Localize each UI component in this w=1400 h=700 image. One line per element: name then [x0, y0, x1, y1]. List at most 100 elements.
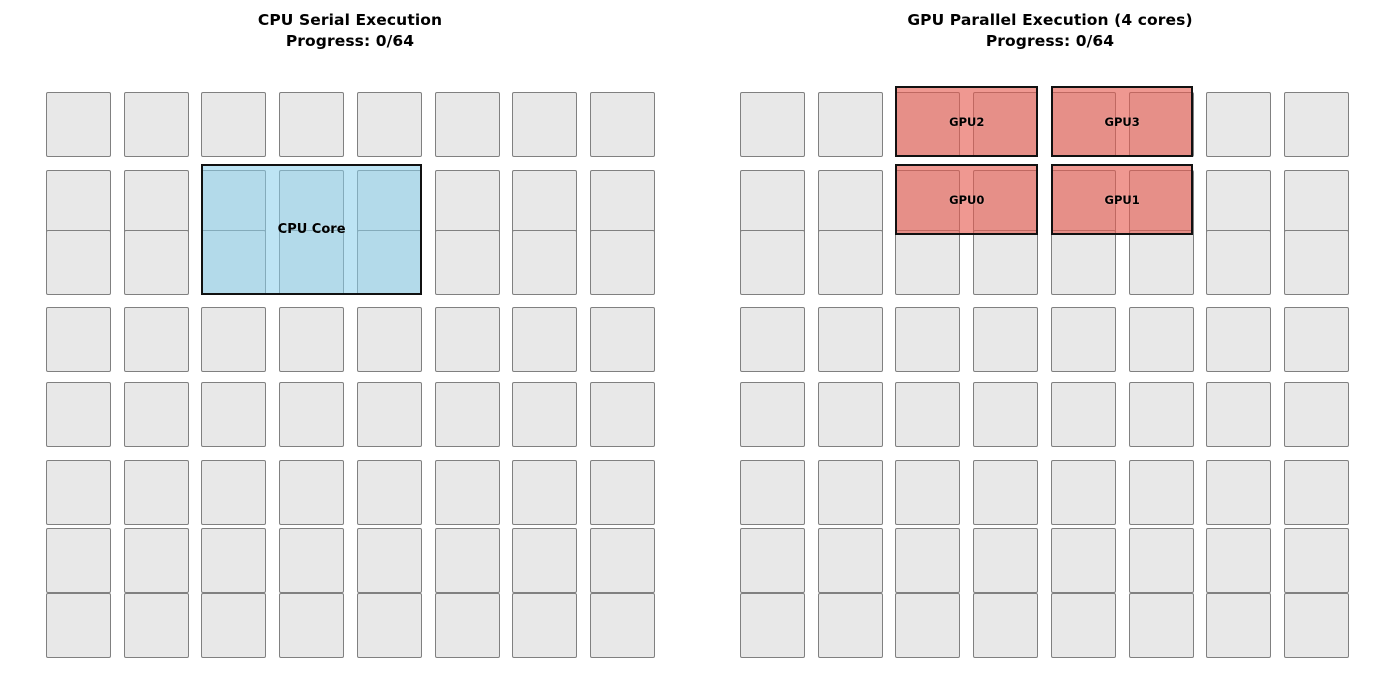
task-cell [1050, 382, 1116, 447]
task-cell [1128, 528, 1194, 593]
task-cell [589, 230, 655, 295]
task-cell [1128, 307, 1194, 372]
task-cell [817, 593, 883, 658]
task-cell [1206, 528, 1272, 593]
task-cell [1283, 170, 1349, 235]
task-cell [895, 307, 961, 372]
task-cell [895, 230, 961, 295]
task-cell [201, 460, 267, 525]
task-cell [434, 307, 500, 372]
task-cell [356, 92, 422, 157]
task-cell [973, 230, 1039, 295]
task-cell [201, 307, 267, 372]
task-cell [123, 593, 189, 658]
task-cell [356, 307, 422, 372]
task-cell [740, 593, 805, 658]
task-cell [434, 92, 500, 157]
task-cell [512, 528, 578, 593]
panel-gpu: GPU Parallel Execution (4 cores) Progres… [700, 0, 1400, 700]
task-cell [817, 460, 883, 525]
task-cell [279, 92, 345, 157]
task-cell [356, 593, 422, 658]
task-cell [434, 230, 500, 295]
task-cell [434, 593, 500, 658]
task-cell [434, 382, 500, 447]
task-cell [973, 382, 1039, 447]
task-cell [817, 307, 883, 372]
task-cell [1283, 593, 1349, 658]
task-cell [740, 170, 805, 235]
task-cell [817, 170, 883, 235]
task-cell [895, 593, 961, 658]
task-cell [1283, 382, 1349, 447]
task-cell [512, 307, 578, 372]
task-cell [356, 460, 422, 525]
task-cell [434, 170, 500, 235]
task-cell [279, 528, 345, 593]
core-overlay-gpu3: GPU3 [1050, 86, 1194, 157]
task-cell [46, 92, 111, 157]
task-cell [817, 528, 883, 593]
task-cell [1050, 307, 1116, 372]
task-cell [123, 460, 189, 525]
task-cell [512, 593, 578, 658]
task-cell [1206, 460, 1272, 525]
task-cell [1128, 382, 1194, 447]
panel-gpu-title: GPU Parallel Execution (4 cores) Progres… [907, 11, 1193, 50]
core-label: GPU1 [1104, 192, 1140, 207]
task-cell [512, 382, 578, 447]
task-cell [817, 230, 883, 295]
task-cell [1283, 307, 1349, 372]
task-cell [1128, 460, 1194, 525]
task-cell [123, 528, 189, 593]
core-label: GPU2 [949, 114, 985, 129]
task-cell [973, 307, 1039, 372]
task-cell [201, 593, 267, 658]
task-cell [123, 170, 189, 235]
core-label: GPU3 [1104, 114, 1140, 129]
task-cell [1283, 92, 1349, 157]
task-cell [1050, 230, 1116, 295]
task-cell [46, 460, 111, 525]
task-cell [973, 528, 1039, 593]
task-cell [895, 382, 961, 447]
core-overlay-cpu-core: CPU Core [201, 164, 422, 295]
core-label: GPU0 [949, 192, 985, 207]
task-cell [123, 382, 189, 447]
task-cell [356, 528, 422, 593]
task-cell [1050, 593, 1116, 658]
task-cell [201, 92, 267, 157]
task-cell [46, 382, 111, 447]
task-cell [279, 382, 345, 447]
task-cell [1206, 230, 1272, 295]
task-cell [973, 460, 1039, 525]
task-cell [740, 382, 805, 447]
task-cell [895, 528, 961, 593]
task-cell [740, 230, 805, 295]
task-cell [1050, 460, 1116, 525]
task-cell [1283, 230, 1349, 295]
panel-cpu: CPU Serial Execution Progress: 0/64 CPU … [46, 11, 655, 658]
task-cell [1206, 92, 1272, 157]
task-cell [201, 382, 267, 447]
task-cell [46, 528, 111, 593]
task-cell [589, 170, 655, 235]
task-cell [279, 307, 345, 372]
task-cell [46, 230, 111, 295]
task-cell [1128, 230, 1194, 295]
task-cell [279, 593, 345, 658]
task-cell [279, 460, 345, 525]
task-cell [740, 528, 805, 593]
task-cell [201, 528, 267, 593]
task-cell [434, 460, 500, 525]
task-cell [1206, 382, 1272, 447]
task-cell [512, 170, 578, 235]
task-cell [589, 382, 655, 447]
task-cell [1206, 170, 1272, 235]
task-cell [740, 92, 805, 157]
task-cell [1283, 460, 1349, 525]
task-cell [740, 460, 805, 525]
task-cell [46, 307, 111, 372]
